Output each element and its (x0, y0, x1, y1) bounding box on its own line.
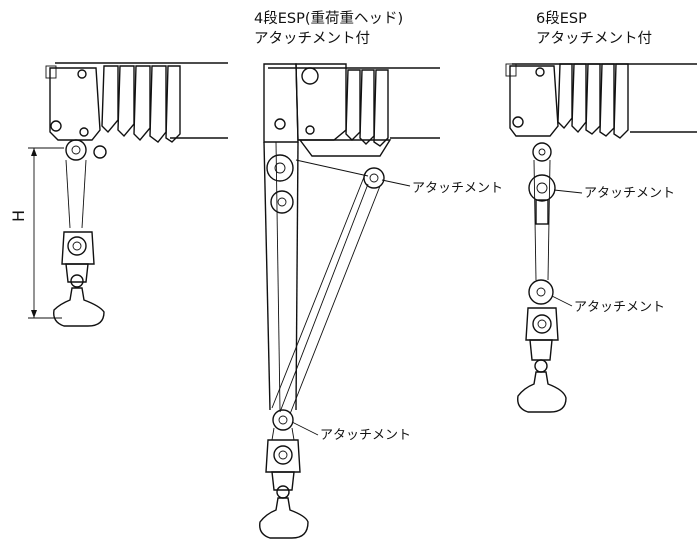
attachment-label-right-upper: アタッチメント (584, 186, 676, 201)
attachment-label-right-lower: アタッチメント (574, 300, 666, 315)
right-title-line1: 6段ESP (536, 11, 587, 27)
attachment-label-middle-upper: アタッチメント (412, 181, 504, 196)
right-rope-sheaves (528, 159, 556, 305)
right-title-line2: アタッチメント付 (536, 31, 652, 47)
middle-jib-arm (263, 141, 385, 415)
height-dimension-label: H (9, 209, 28, 222)
middle-title-line1: 4段ESP(重荷重ヘッド) (254, 11, 404, 27)
right-hook-block (517, 307, 567, 413)
middle-boom-head (263, 63, 440, 157)
callout-leaders (291, 179, 583, 436)
attachment-label-middle-lower: アタッチメント (320, 428, 412, 443)
height-dimension (28, 147, 64, 319)
left-hook-block (53, 159, 105, 327)
middle-hook-block (259, 409, 309, 539)
middle-title-line2: アタッチメント付 (254, 31, 370, 47)
right-boom-head (505, 63, 697, 162)
left-boom-head (45, 62, 228, 161)
